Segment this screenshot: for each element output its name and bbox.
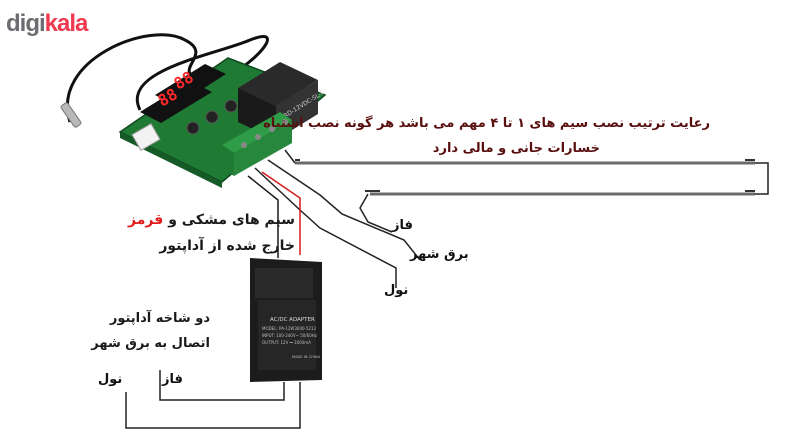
adapter-wires-note: سیم های مشکی و قرمز خارج شده از آداپتور — [120, 212, 295, 254]
heater-bridge-wire — [755, 162, 769, 195]
plug-note: دو شاخه آداپتور اتصال به برق شهر — [91, 311, 210, 351]
board-button-3 — [224, 99, 238, 113]
adapter-wires-line-1: سیم های مشکی و قرمز — [120, 212, 295, 228]
board-button-1 — [186, 121, 200, 135]
heater-element-2 — [365, 190, 755, 196]
label-neutral-heater: نول — [384, 283, 409, 298]
wiring-order-warning: رعایت ترتیب نصب سیم های ۱ تا ۴ مهم می با… — [263, 116, 710, 156]
logo-text-part1: digi — [6, 10, 46, 37]
adapter-model: MODEL: PA-12W3000-5212 — [262, 326, 317, 331]
adapter-output: OUTPUT: 12V ⎓ 3000mA — [262, 340, 311, 345]
wire-mains — [267, 159, 421, 261]
plug-note-line-2: اتصال به برق شهر — [91, 336, 210, 351]
warning-line-2: خسارات جانی و مالی دارد — [432, 141, 600, 156]
adapter-made: MADE IN CHINA — [292, 355, 321, 359]
plug-note-line-1: دو شاخه آداپتور — [109, 311, 210, 326]
plug-wire-neutral — [125, 382, 301, 429]
plug-wire-phase — [159, 370, 285, 401]
wire-red-adapter — [261, 171, 301, 255]
terminal-blocks — [222, 112, 292, 176]
label-neutral-plug: نول — [98, 372, 123, 387]
wire-black-adapter — [247, 175, 279, 258]
thermostat-board: 88 88 SRD-12VDC-SL-C — [118, 57, 327, 188]
seven-segment-display-bottom — [140, 81, 212, 123]
adapter-wires-red-word: قرمز — [128, 212, 164, 228]
label-phase-plug: فاز — [162, 372, 183, 387]
adapter-title: AC/DC ADAPTER — [270, 317, 315, 323]
wire-phase-heater — [284, 149, 296, 164]
ac-dc-adapter — [250, 258, 322, 382]
adapter-input: INPUT: 100-240V~ 50/60Hz — [262, 333, 317, 338]
sensor-connector — [131, 123, 161, 151]
heater-element-1 — [295, 159, 755, 165]
label-mains-heater: برق شهر — [410, 247, 469, 262]
warning-line-1: رعایت ترتیب نصب سیم های ۱ تا ۴ مهم می با… — [263, 116, 710, 131]
adapter-wires-prefix: سیم های مشکی و — [168, 212, 295, 228]
digikala-logo: digikala — [6, 10, 89, 38]
temperature-probe — [60, 102, 82, 128]
label-phase-heater: فاز — [392, 218, 413, 233]
board-button-2 — [205, 110, 219, 124]
wire-neutral — [254, 167, 397, 288]
wire-heater-to-phase — [359, 193, 393, 233]
logo-text-part2: kala — [44, 10, 89, 37]
adapter-wires-line-2: خارج شده از آداپتور — [159, 238, 295, 254]
